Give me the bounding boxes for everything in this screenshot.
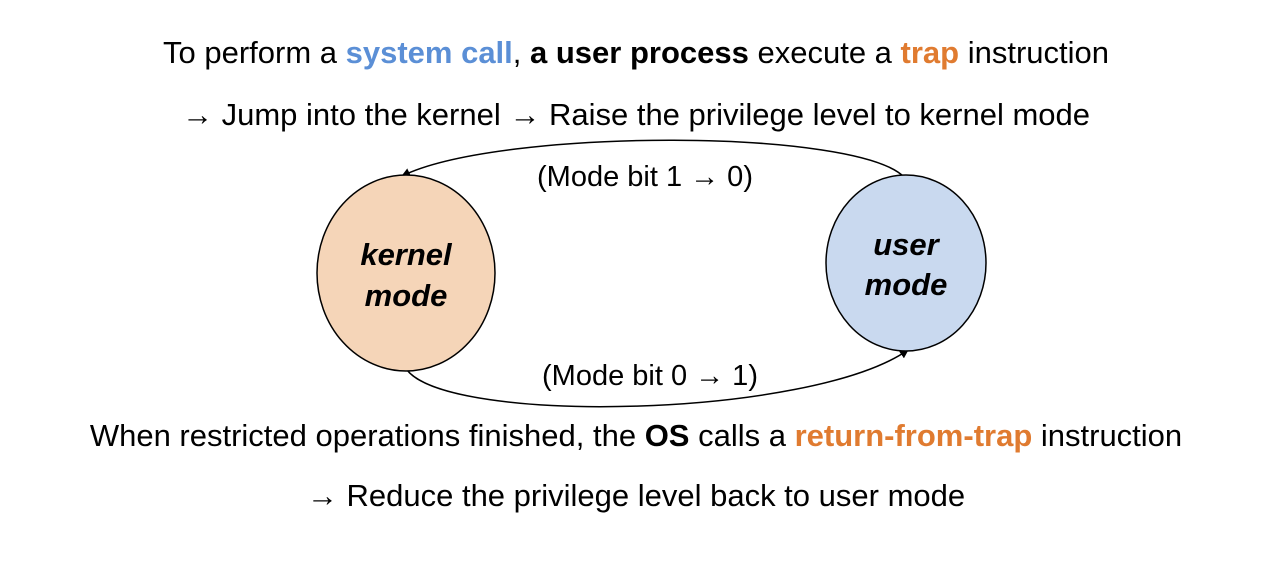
kernel-entry-steps-line: → Jump into the kernel → Raise the privi… (181, 97, 1091, 132)
syscall-description-line: To perform a system call, a user process… (0, 35, 1272, 71)
bottom-edge-label: (Mode bit 0 → 1) (542, 360, 758, 392)
trap-term: trap (900, 35, 960, 70)
kernel-mode-label-line2: mode (365, 278, 448, 313)
text-segment: instruction (1032, 418, 1183, 453)
user-mode-label-line2: mode (865, 267, 948, 302)
text-segment: execute a (748, 35, 901, 70)
user-mode-label-line1: user (873, 227, 940, 262)
kernel-mode-node (316, 174, 496, 372)
text-segment: instruction (959, 35, 1110, 70)
text-segment: calls a (689, 418, 795, 453)
privilege-reduction-line: → Reduce the privilege level back to use… (306, 478, 966, 513)
os-term: OS (644, 418, 690, 453)
text-segment: , (512, 35, 531, 70)
system-call-term: system call (345, 35, 513, 70)
user-process-term: a user process (530, 35, 749, 70)
return-from-trap-term: return-from-trap (794, 418, 1033, 453)
top-edge-label: (Mode bit 1 → 0) (537, 161, 753, 193)
return-description-line: When restricted operations finished, the… (0, 418, 1272, 454)
top-transition-arrow (401, 139, 906, 179)
user-mode-node (825, 174, 987, 352)
text-segment: When restricted operations finished, the (89, 418, 645, 453)
bottom-transition-arrow (406, 349, 909, 408)
kernel-mode-label-line1: kernel (360, 237, 453, 272)
text-segment: To perform a (162, 35, 346, 70)
